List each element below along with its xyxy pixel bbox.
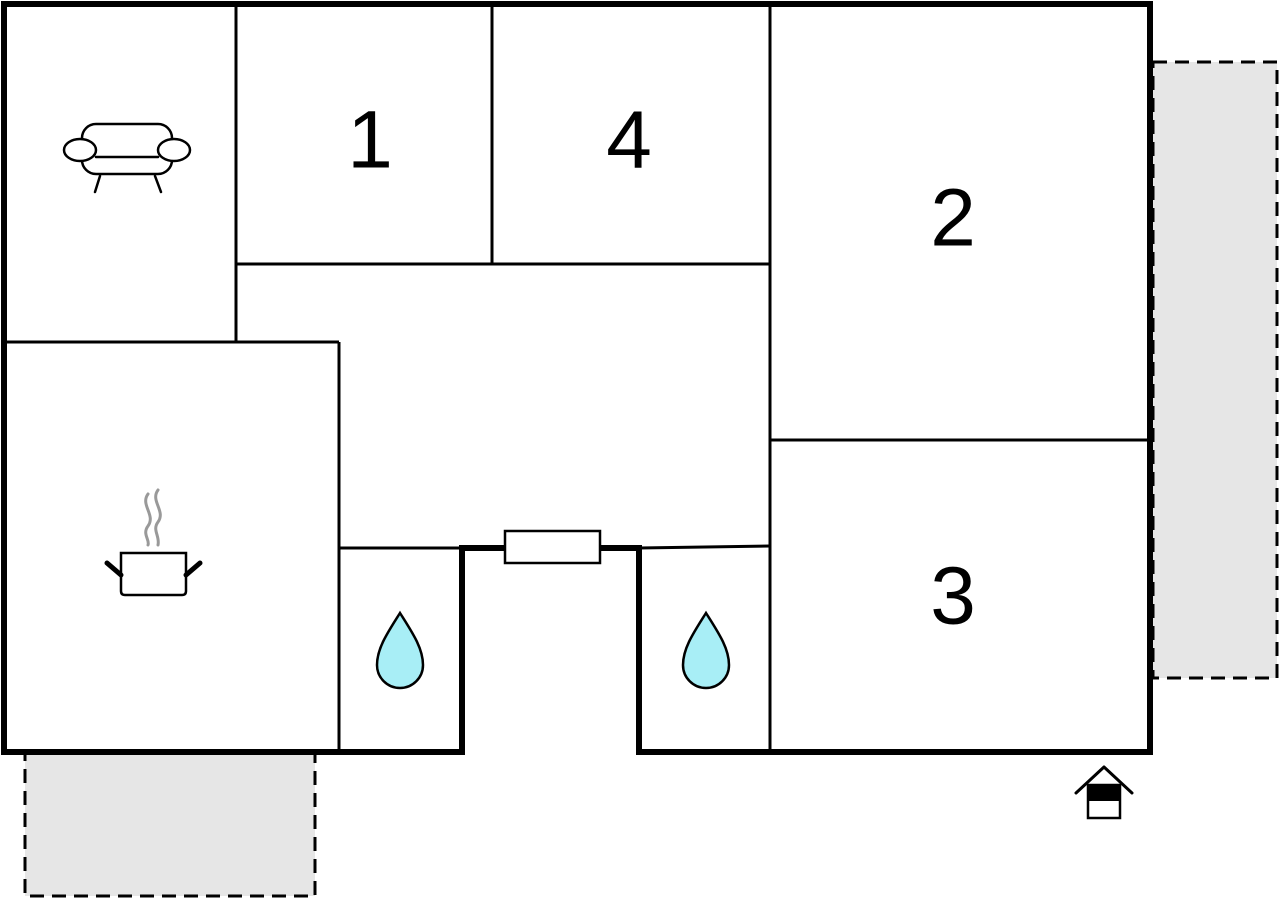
- water-drop-icon: [375, 610, 425, 690]
- room-label-4: 4: [606, 95, 652, 186]
- room-label-3: 3: [930, 551, 976, 642]
- cooking-pot-icon: [104, 488, 203, 597]
- terrace-bottom: [23, 751, 317, 898]
- entrance-threshold: [503, 529, 602, 565]
- interior-walls: [4, 4, 1150, 752]
- house-entrance-icon: [1074, 765, 1134, 820]
- outer-wall: [1, 1, 1153, 755]
- sofa-icon: [62, 122, 192, 194]
- room-label-2: 2: [930, 173, 976, 264]
- water-drop-icon: [681, 610, 731, 690]
- terrace-right: [1151, 60, 1279, 680]
- room-label-1: 1: [347, 95, 393, 186]
